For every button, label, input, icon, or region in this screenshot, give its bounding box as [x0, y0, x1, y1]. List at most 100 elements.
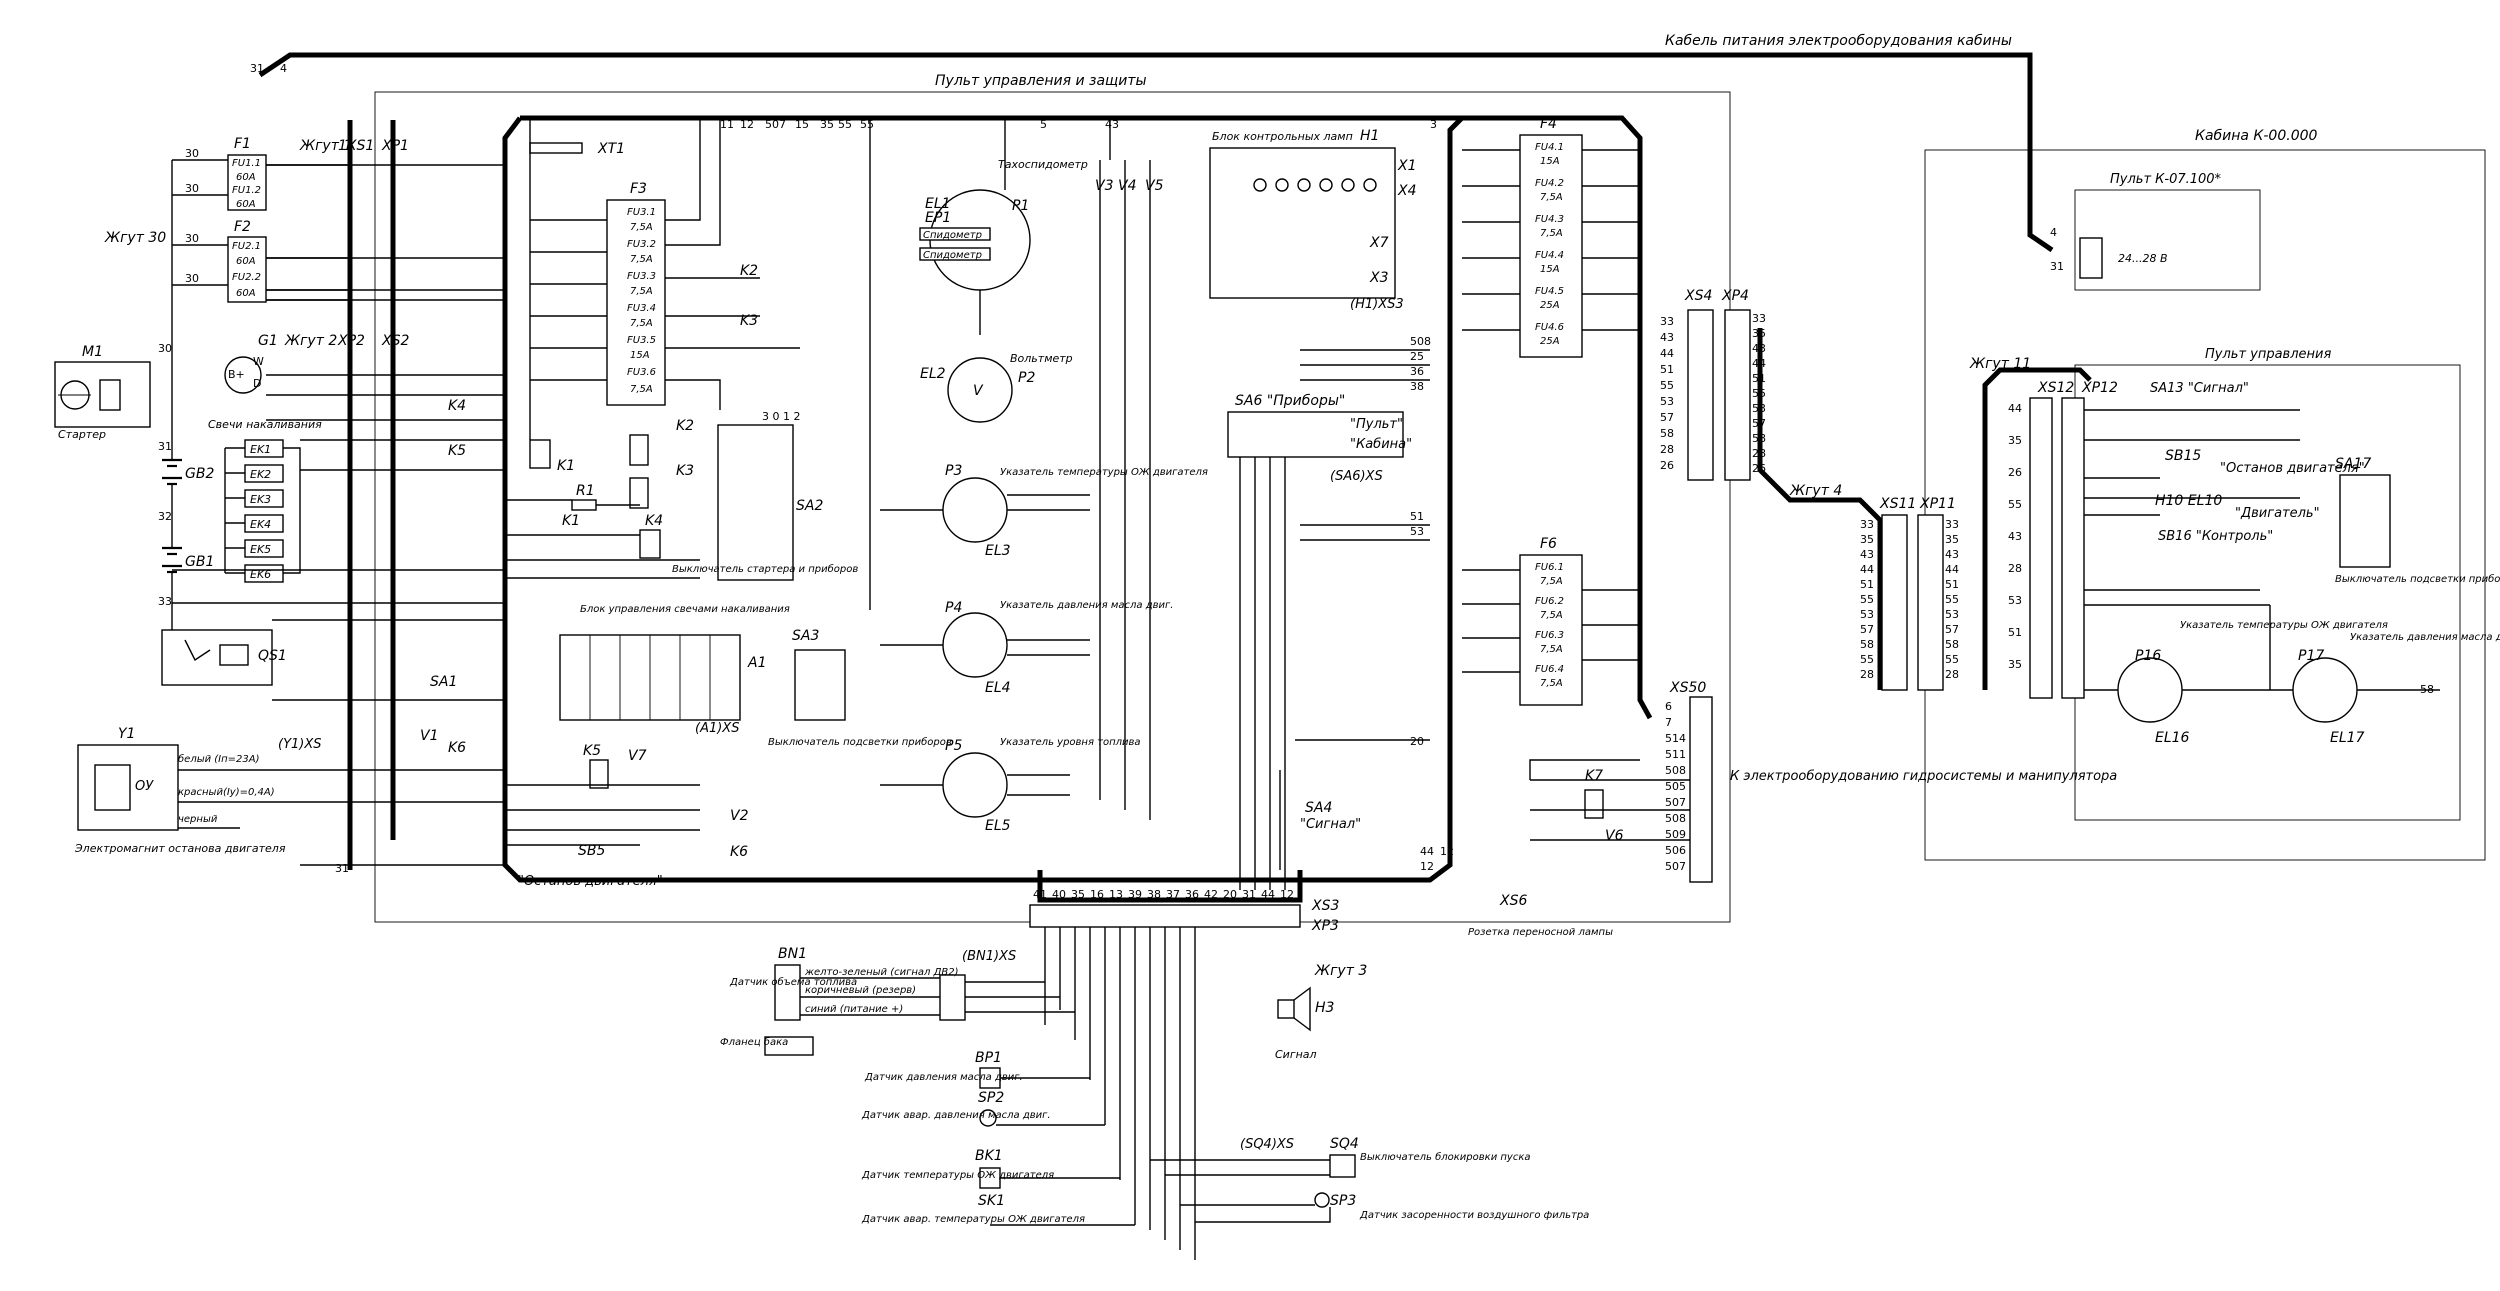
k3-label: K3 — [676, 463, 694, 479]
glow-plugs-caption: Свечи накаливания — [208, 418, 322, 431]
sa4-label: SA4 — [1305, 800, 1332, 816]
fu4-2-rating: 7,5A — [1540, 192, 1563, 203]
sa6-cabin: "Кабина" — [1350, 437, 1412, 452]
xp4-label: XP4 — [1721, 288, 1749, 304]
xp4-pin: 35 — [1752, 327, 1766, 340]
v4-label: V4 — [1118, 178, 1136, 194]
fu1-1: FU1.1 — [232, 158, 261, 169]
fu4-4-rating: 15A — [1540, 264, 1560, 275]
svg-text:30: 30 — [158, 342, 172, 355]
k4-label: K4 — [448, 398, 466, 414]
xs11-pin: 35 — [1860, 533, 1874, 546]
sa17-caption: Выключатель подсветки приборов — [2335, 573, 2500, 585]
glow-plugs: Свечи накаливания EK1 EK2 EK3 EK4 EK5 EK… — [208, 418, 322, 583]
harness-4 — [1757, 328, 1883, 690]
xs12-pin: 26 — [2008, 466, 2022, 479]
xp2-label: XP2 — [337, 333, 365, 349]
svg-text:51: 51 — [1410, 510, 1424, 523]
air-filter-sensor-sp3: SP3 Датчик засоренности воздушного фильт… — [1180, 1192, 1589, 1223]
xs50-pin: 509 — [1665, 828, 1686, 841]
xt1-label: XT1 — [597, 141, 625, 157]
xs4-pin: 58 — [1660, 427, 1674, 440]
ek3: EK3 — [250, 493, 271, 506]
cabin-frame — [1924, 149, 2486, 861]
svg-text:30: 30 — [185, 182, 199, 195]
p4-label: P4 — [945, 600, 962, 616]
svg-text:31: 31 — [2050, 260, 2064, 273]
fu4-3: FU4.3 — [1535, 214, 1564, 225]
fuse-block-f2: F2 FU2.1 60A FU2.2 60A — [227, 219, 267, 303]
lamp-unit-caption: Блок контрольных ламп — [1212, 130, 1353, 143]
fu2-1-rating: 60A — [236, 256, 256, 267]
start-block-caption: Выключатель блокировки пуска — [1360, 1151, 1531, 1163]
sb5-label: SB5 — [578, 843, 605, 859]
fu6-4: FU6.4 — [1535, 664, 1564, 675]
svg-text:25: 25 — [1410, 350, 1424, 363]
ek5: EK5 — [250, 543, 271, 556]
svg-text:30: 30 — [185, 147, 199, 160]
k1-label: K1 — [557, 458, 575, 474]
xs4-pin: 51 — [1660, 363, 1674, 376]
v2-label: V2 — [730, 808, 749, 824]
fu6-1: FU6.1 — [1535, 562, 1564, 573]
xp4-pin: 26 — [1752, 462, 1766, 475]
xs12-pin: 55 — [2008, 498, 2022, 511]
k5-label: K5 — [448, 443, 466, 459]
svg-text:V: V — [973, 383, 984, 399]
xp11-pin: 51 — [1945, 578, 1959, 591]
switch-sa3: SA3 Выключатель подсветки приборов — [768, 628, 952, 748]
starter-caption: Стартер — [58, 428, 106, 441]
harness-2-label: Жгут 2 — [284, 333, 337, 349]
connector-xs11-xp11: XS11 XP11 — [1879, 496, 1956, 691]
svg-text:3 0 1 2: 3 0 1 2 — [762, 410, 800, 423]
xp4-pin: 51 — [1752, 372, 1766, 385]
sa2-caption: Выключатель стартера и приборов — [672, 563, 858, 575]
harness-30-label: Жгут 30 — [104, 230, 166, 246]
oil-pressure-sensor-bp1: BP1 Датчик давления масла двиг. — [864, 1050, 1090, 1089]
relay-k1: K1 — [529, 439, 575, 474]
v3-label: V3 — [1095, 178, 1113, 194]
svg-text:31: 31 — [335, 862, 349, 875]
xs3-pin: 31 — [1242, 888, 1256, 901]
fu6-4-rating: 7,5A — [1540, 678, 1563, 689]
svg-text:12: 12 — [1420, 860, 1434, 873]
svg-text:43: 43 — [1105, 118, 1119, 131]
xs11-pin: 55 — [1860, 593, 1874, 606]
wire-red: красный(Iу)=0,4А) — [178, 787, 275, 798]
gauge-p3: P3 Указатель температуры ОЖ двигателя EL… — [942, 463, 1208, 559]
pult-upr-title: Пульт управления — [2205, 347, 2331, 362]
p1-label: P1 — [1012, 198, 1029, 214]
connector-xs3-xp3: XS3 XP3 — [1029, 898, 1339, 934]
svg-text:ОУ: ОУ — [135, 779, 154, 794]
el3-label: EL3 — [985, 543, 1011, 559]
fu3-6-rating: 7,5A — [630, 384, 653, 395]
xs4-pin: 57 — [1660, 411, 1674, 424]
sa3-caption: Выключатель подсветки приборов — [768, 736, 952, 748]
xs11-pin: 43 — [1860, 548, 1874, 561]
fu6-2-rating: 7,5A — [1540, 610, 1563, 621]
relay-k4-inner: K4 — [639, 513, 663, 559]
svg-text:20: 20 — [1410, 735, 1424, 748]
xs3-pin: 12 — [1280, 888, 1294, 901]
y1xs-label: (Y1)XS — [278, 737, 322, 752]
xs3-pin: 36 — [1185, 888, 1199, 901]
svg-text:11: 11 — [720, 118, 734, 131]
fu4-4: FU4.4 — [1535, 250, 1564, 261]
v1-label: V1 — [420, 728, 438, 744]
xp11-pin: 28 — [1945, 668, 1959, 681]
ek2: EK2 — [250, 468, 271, 481]
fu4-1: FU4.1 — [1535, 142, 1564, 153]
xp11-pin: 57 — [1945, 623, 1959, 636]
oil-alarm-sensor-sp2: SP2 Датчик авар. давления масла двиг. — [861, 1090, 1105, 1127]
pult-k07-frame — [2074, 189, 2261, 291]
svg-text:38: 38 — [1410, 380, 1424, 393]
xs3-pin: 39 — [1128, 888, 1142, 901]
battery-gb1: GB1 — [162, 546, 214, 574]
svg-text:508: 508 — [1410, 335, 1431, 348]
glow-unit-caption: Блок управления свечами накаливания — [580, 604, 790, 615]
voltmeter-p2: V Вольтметр P2 EL2 — [920, 352, 1073, 423]
fuse-block-f1: F1 FU1.1 60A FU1.2 60A — [227, 136, 267, 211]
xs11-pin: 57 — [1860, 623, 1874, 636]
pult-upr-frame — [2074, 364, 2461, 821]
p16-caption: Указатель температуры ОЖ двигателя — [2180, 620, 2388, 631]
